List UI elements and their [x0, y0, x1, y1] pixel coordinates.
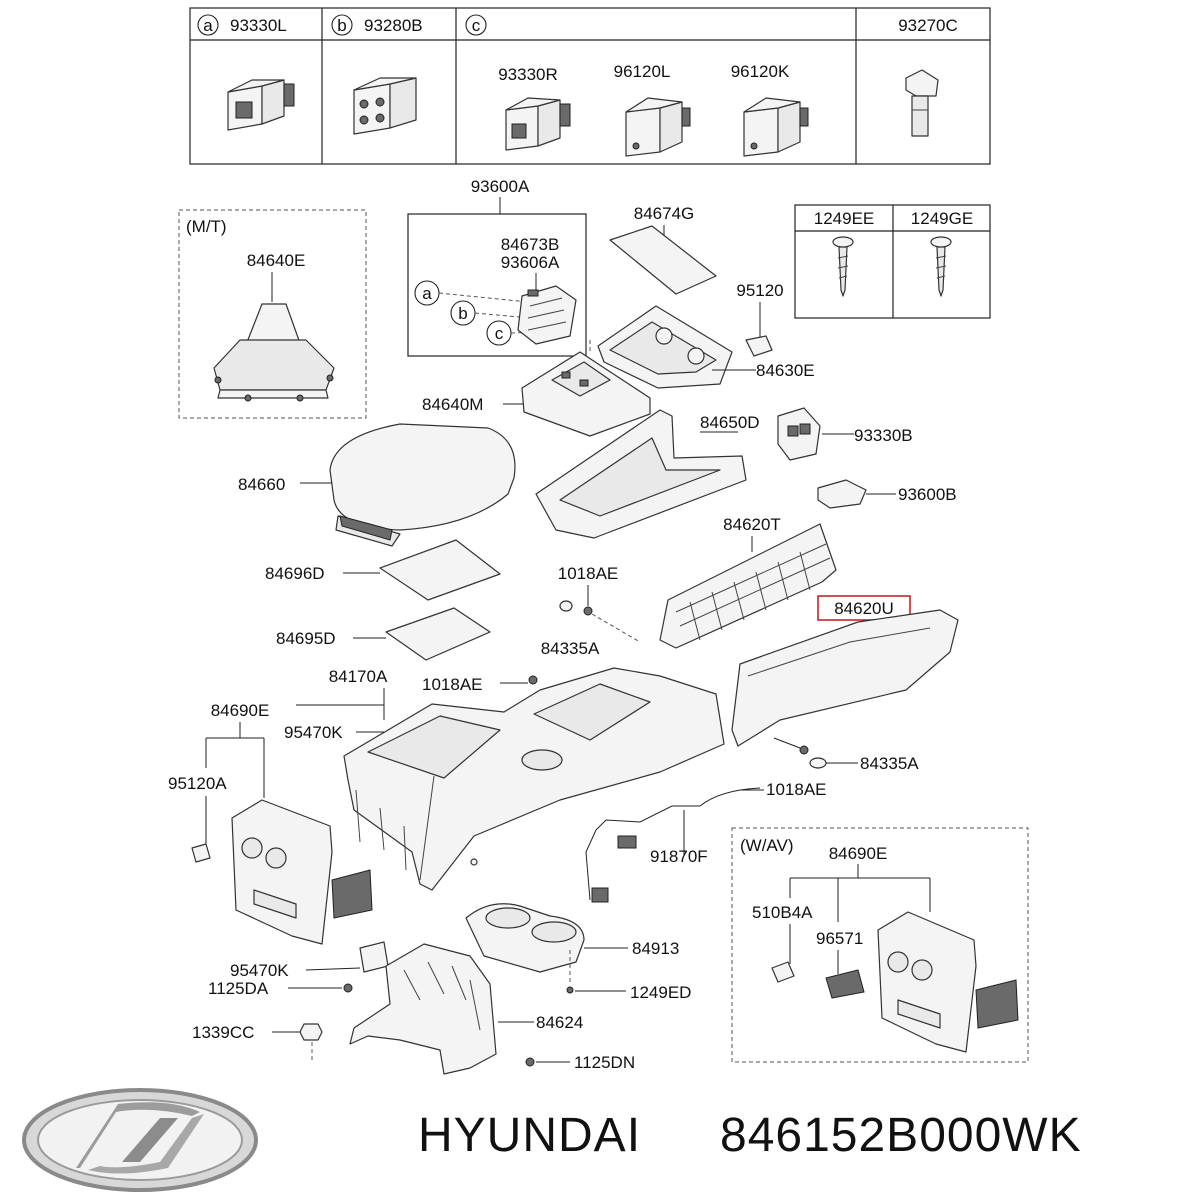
part-label-84335A-upper: 84335A — [541, 639, 600, 658]
side-panel-84620T-drawing — [659, 523, 837, 649]
module-93600B-drawing — [817, 479, 867, 509]
switch-93330B-drawing — [777, 407, 821, 461]
part-label-95470K-upper: 95470K — [284, 723, 343, 742]
part-label-1018AE-lower: 1018AE — [766, 780, 827, 799]
part-label-95120: 95120 — [736, 281, 783, 300]
part-label-93600A: 93600A — [471, 177, 530, 196]
plug-93270C-drawing — [905, 69, 939, 137]
main-console-84170A-drawing — [343, 667, 725, 891]
part-label-93606A: 93606A — [501, 253, 560, 272]
part-label-93330B: 93330B — [854, 426, 913, 445]
side-panel-84620U-drawing — [731, 609, 959, 747]
part-label-1249ED: 1249ED — [630, 983, 691, 1002]
switch-93330L-drawing — [227, 79, 295, 131]
part-label-84690E-left: 84690E — [211, 701, 270, 720]
part-label-84335A-lower: 84335A — [860, 754, 919, 773]
part-label-84913: 84913 — [632, 939, 679, 958]
part-label-1125DN: 1125DN — [574, 1053, 635, 1072]
wav-box-title: (W/AV) — [740, 836, 794, 855]
mt-box-title: (M/T) — [186, 217, 227, 236]
part-label-93330R: 93330R — [498, 65, 558, 84]
group-box-93600A: 93600A 84673B 93606A a b c — [407, 177, 587, 357]
group-callout-c: c — [495, 324, 504, 343]
group-callout-b: b — [458, 304, 467, 323]
connector-96120L-drawing — [625, 97, 691, 157]
part-label-84630E: 84630E — [756, 361, 815, 380]
wav-variant-box: (W/AV) 84690E 510B4A 96571 — [731, 827, 1029, 1063]
part-label-84650D: 84650D — [700, 413, 760, 432]
part-label-95120A: 95120A — [168, 774, 227, 793]
screw-label-1249GE: 1249GE — [911, 209, 973, 228]
part-label-1125DA: 1125DA — [208, 979, 269, 998]
tray-mat-84696D-drawing — [379, 539, 501, 601]
jack-95120-drawing — [745, 335, 773, 357]
switch-93330R-drawing — [505, 97, 571, 151]
part-label-84660: 84660 — [238, 475, 285, 494]
screw-table: 1249EE 1249GE — [794, 204, 991, 319]
shift-boot-drawing — [213, 303, 335, 402]
screw-1249GE-drawing — [930, 236, 952, 297]
part-number: 846152B000WK — [720, 1109, 1082, 1162]
switch-bracket-drawing — [517, 285, 577, 345]
part-label-84620U: 84620U — [834, 599, 894, 618]
bezel-84640M-drawing — [521, 340, 651, 437]
part-label-96120K: 96120K — [731, 62, 790, 81]
part-label-84624: 84624 — [536, 1013, 583, 1032]
callout-circle-a — [197, 14, 219, 36]
part-label-84620T: 84620T — [723, 515, 781, 534]
connector-96120K-drawing — [743, 97, 809, 157]
callout-circle-b — [331, 14, 353, 36]
mt-variant-box: (M/T) 84640E — [178, 209, 367, 419]
part-label-84640M: 84640M — [422, 395, 483, 414]
mat-84674G-drawing — [609, 225, 717, 295]
part-label-1018AE-mid: 1018AE — [422, 675, 483, 694]
screw-label-1249EE: 1249EE — [814, 209, 875, 228]
armrest-84660-drawing — [329, 423, 516, 547]
part-label-84674G: 84674G — [634, 204, 695, 223]
rear-panel-wav-drawing — [877, 911, 1019, 1053]
console-upper-84650D-drawing — [535, 409, 747, 539]
hyundai-logo — [22, 1088, 258, 1192]
tray-pad-84695D-drawing — [385, 607, 491, 661]
harness-91870F-drawing — [585, 787, 761, 903]
part-label-93280B: 93280B — [364, 16, 423, 35]
bracket-84624-drawing — [349, 943, 497, 1075]
part-label-93330L: 93330L — [230, 16, 287, 35]
part-label-84170A: 84170A — [329, 667, 388, 686]
part-label-84690E-wav: 84690E — [829, 844, 888, 863]
sensor-95470K-drawing — [359, 941, 389, 973]
nut-1339CC-drawing — [299, 1023, 323, 1041]
top-parts-table: a 93330L b 93280B c 93270C 93330R 96120L… — [189, 7, 991, 165]
callout-letter-a: a — [203, 16, 213, 35]
callout-circle-c — [465, 14, 487, 36]
part-label-84695D: 84695D — [276, 629, 336, 648]
screw-1249EE-drawing — [832, 236, 854, 297]
part-label-84696D: 84696D — [265, 564, 325, 583]
rear-panel-84690E-drawing — [191, 799, 373, 945]
part-label-84640E: 84640E — [247, 251, 306, 270]
part-label-91870F: 91870F — [650, 847, 708, 866]
part-label-1339CC: 1339CC — [192, 1023, 254, 1042]
tray-84630E-drawing — [597, 305, 733, 389]
part-label-510B4A: 510B4A — [752, 903, 813, 922]
part-label-93270C: 93270C — [898, 16, 958, 35]
part-label-96120L: 96120L — [614, 62, 671, 81]
callout-letter-b: b — [337, 16, 346, 35]
callout-letter-c: c — [472, 16, 481, 35]
switch-93280B-drawing — [353, 77, 417, 135]
cup-holder-84913-drawing — [465, 903, 585, 973]
part-label-1018AE-upper: 1018AE — [558, 564, 619, 583]
brand-name: HYUNDAI — [418, 1109, 642, 1162]
part-label-95470K-lower: 95470K — [230, 961, 289, 980]
group-callout-a: a — [422, 284, 432, 303]
part-label-96571: 96571 — [816, 929, 863, 948]
part-label-84673B: 84673B — [501, 235, 560, 254]
part-label-93600B: 93600B — [898, 485, 957, 504]
